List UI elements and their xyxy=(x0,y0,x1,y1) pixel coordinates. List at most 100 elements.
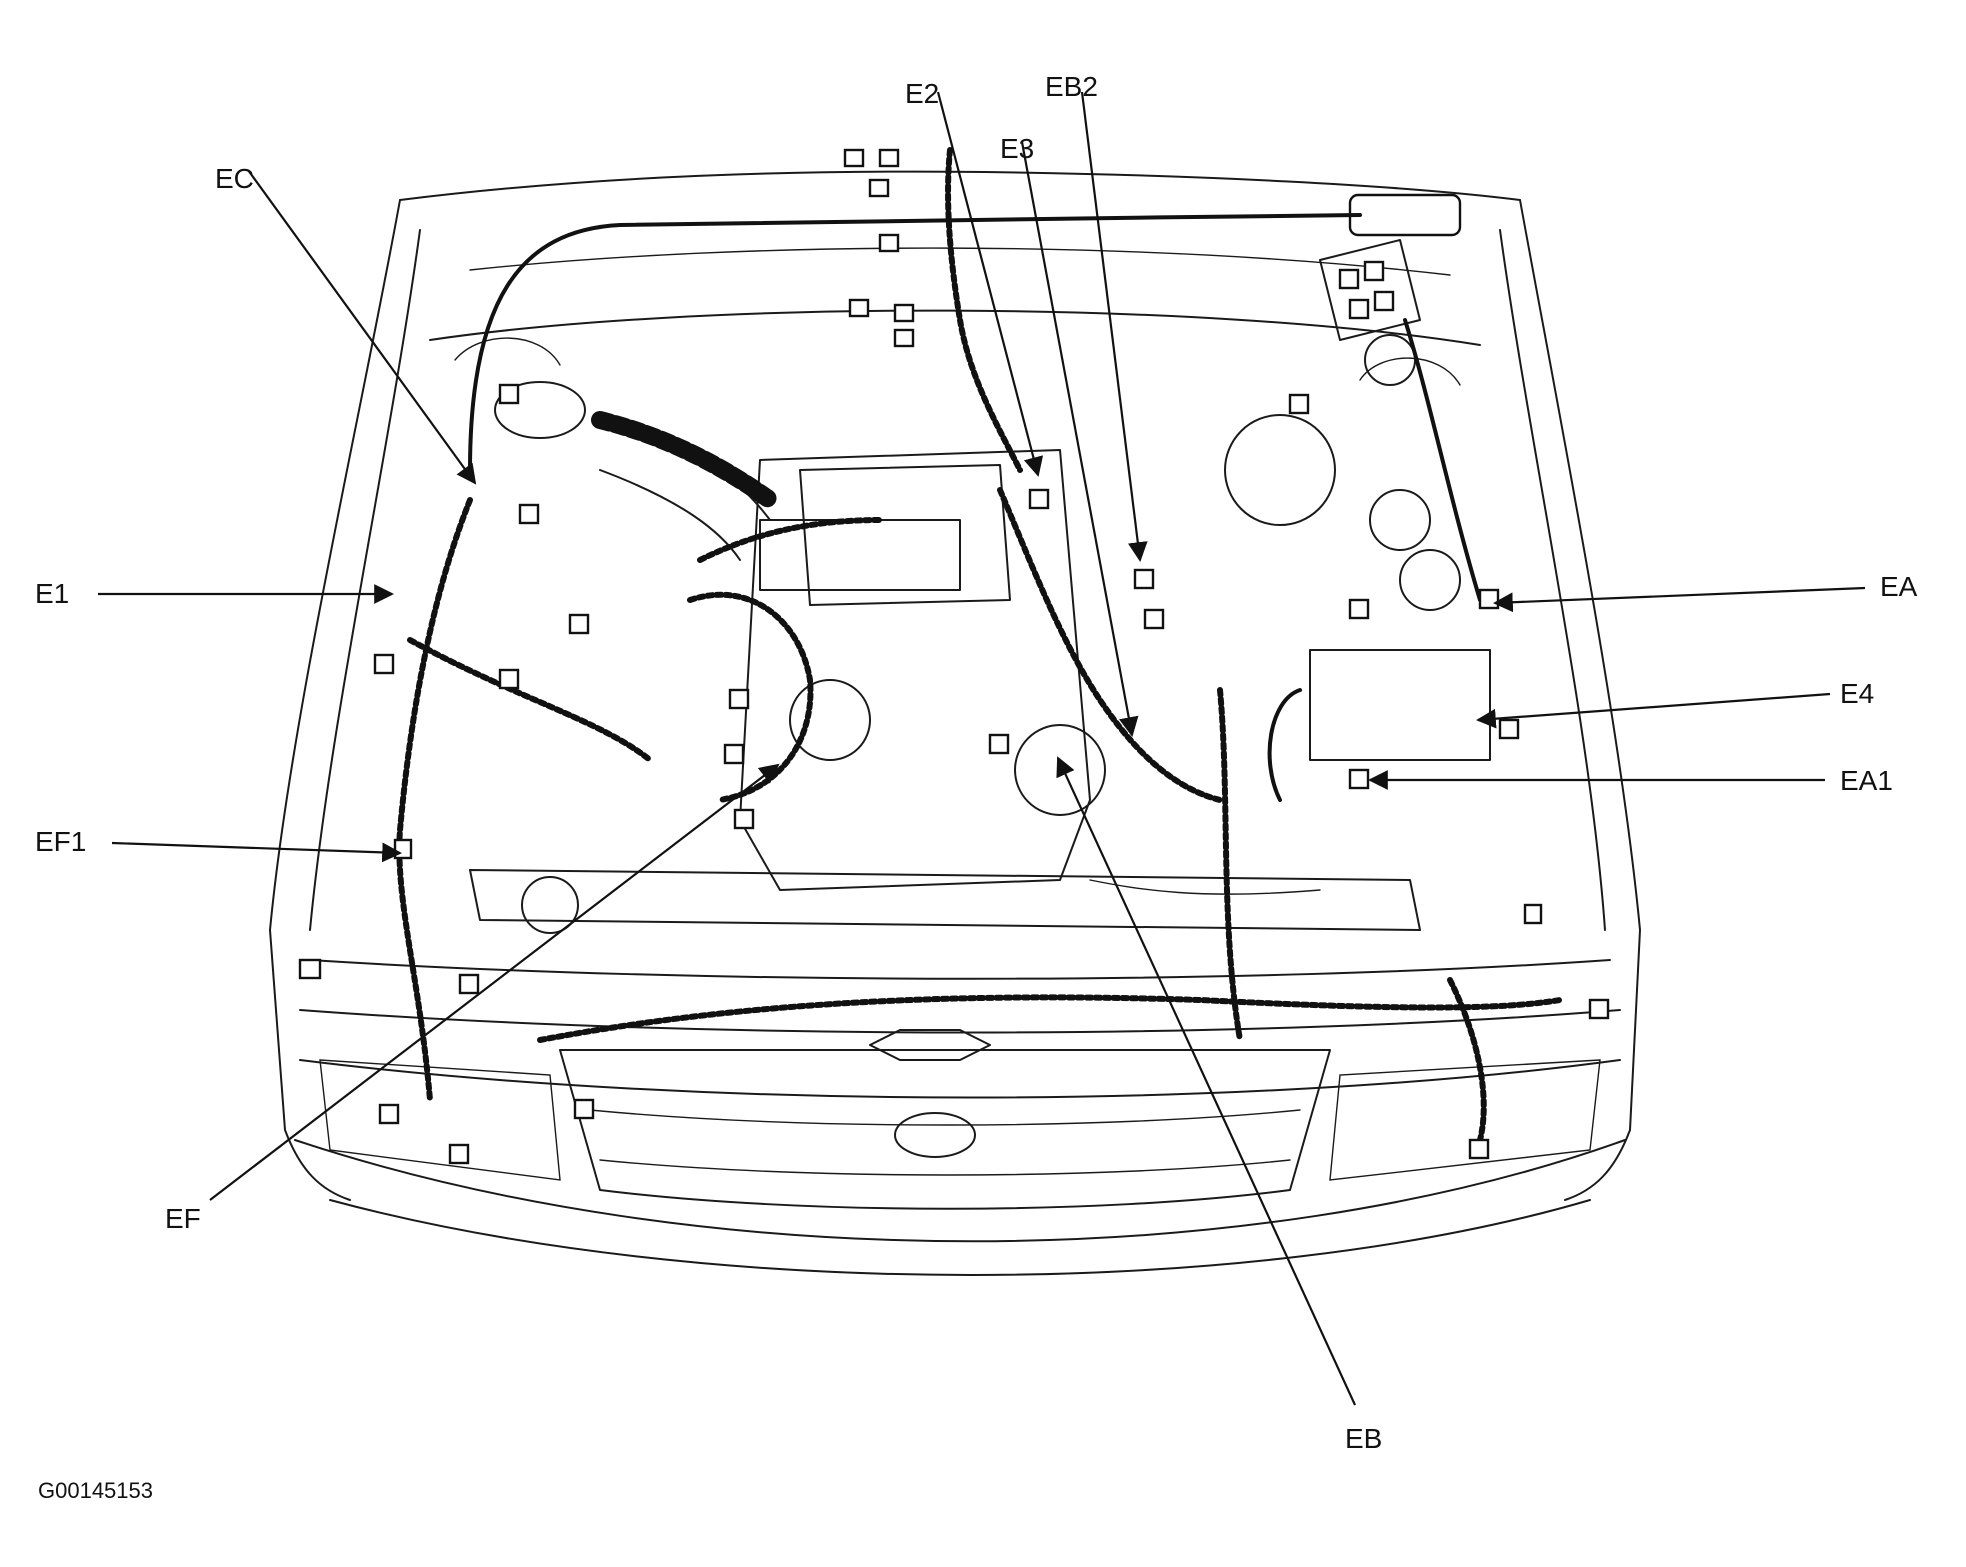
callout-label-ea: EA xyxy=(1880,571,1918,602)
front-emblem xyxy=(894,1112,976,1158)
right-harness-run xyxy=(1403,318,1482,602)
center-harness xyxy=(997,487,1223,803)
valve-cover xyxy=(799,464,1011,606)
intake-duct-lower xyxy=(599,469,741,561)
connector xyxy=(878,148,900,168)
upper-radiator-hose xyxy=(1089,879,1321,895)
engine-assembly xyxy=(454,334,1491,934)
leader-eb2 xyxy=(1080,91,1148,562)
connector xyxy=(498,383,520,405)
callout-label-e4: E4 xyxy=(1840,678,1875,709)
callout-label-e1: E1 xyxy=(35,578,70,609)
engine-top-harness xyxy=(697,517,883,563)
connector xyxy=(1133,568,1155,590)
hood-latch xyxy=(869,1029,991,1061)
distributor xyxy=(1014,724,1106,816)
hood-outline xyxy=(399,170,1521,201)
connector xyxy=(1588,998,1610,1020)
air-filter-housing xyxy=(494,381,586,439)
left-strut-tower xyxy=(454,337,561,366)
leader-ef1 xyxy=(111,841,402,863)
connector xyxy=(733,808,755,830)
connector xyxy=(1478,588,1500,610)
connector xyxy=(458,973,480,995)
right-side-harness xyxy=(1447,977,1487,1143)
relay-d xyxy=(1373,290,1395,312)
connector xyxy=(1523,903,1543,925)
connector xyxy=(298,958,322,980)
connector xyxy=(1348,768,1370,790)
connector xyxy=(393,838,413,860)
connector xyxy=(1143,608,1165,630)
radiator-support xyxy=(309,959,1611,980)
callout-leaders xyxy=(98,91,1866,1406)
callout-label-ef: EF xyxy=(165,1203,201,1234)
leader-e2 xyxy=(936,91,1044,477)
relay-a xyxy=(1338,268,1360,290)
right-fender-inner xyxy=(1499,229,1606,931)
cowl-line xyxy=(469,247,1451,276)
callout-label-e3: E3 xyxy=(1000,133,1035,164)
connector xyxy=(1028,488,1050,510)
callout-label-e2: E2 xyxy=(905,78,940,109)
connector xyxy=(373,653,395,675)
connector xyxy=(878,233,900,253)
leader-e3 xyxy=(1020,141,1139,737)
engine-block xyxy=(739,449,1091,891)
relay-c xyxy=(1348,298,1370,320)
callout-label-eb: EB xyxy=(1345,1423,1383,1454)
right-front-harness xyxy=(1217,687,1243,1043)
connector xyxy=(573,1098,595,1120)
leader-ef xyxy=(209,763,780,1201)
connector xyxy=(1348,598,1370,620)
callout-label-ec: EC xyxy=(215,163,254,194)
front-bumper-bottom xyxy=(329,1199,1591,1276)
right-fender-outline xyxy=(1519,199,1641,1201)
connector xyxy=(868,178,890,198)
cowl-harness-run xyxy=(468,213,1362,472)
connector xyxy=(893,303,915,323)
front-harness-run xyxy=(537,994,1563,1043)
reservoir-left xyxy=(1399,549,1461,611)
connector xyxy=(448,1143,470,1165)
right-strut-tower xyxy=(1359,357,1461,386)
connector xyxy=(893,328,915,348)
air-intake-hose xyxy=(591,411,779,509)
brake-booster xyxy=(1224,414,1336,526)
left-front-harness xyxy=(407,637,653,763)
connector xyxy=(848,298,870,318)
battery-cable xyxy=(1267,688,1302,802)
grille-surround xyxy=(559,1049,1331,1210)
battery xyxy=(1309,649,1491,761)
front-crossmember xyxy=(299,1009,1621,1034)
left-fender-outline xyxy=(269,199,401,1201)
connector xyxy=(498,668,520,690)
callout-label-ef1: EF1 xyxy=(35,826,87,857)
radiator-cap xyxy=(521,876,579,934)
wiring-harness xyxy=(396,147,1563,1143)
master-cylinder xyxy=(1369,489,1431,551)
relay-block-cover xyxy=(1348,193,1462,237)
connector xyxy=(1498,718,1520,740)
front-bumper-upper xyxy=(299,1059,1621,1099)
left-harness-run xyxy=(396,497,473,1103)
firewall-line xyxy=(429,309,1481,346)
leader-ea xyxy=(1493,586,1866,613)
figure-id: G00145153 xyxy=(38,1478,153,1503)
connector xyxy=(723,743,745,765)
connectors xyxy=(298,148,1610,1165)
grille-bar-lower xyxy=(599,1159,1291,1176)
connector xyxy=(988,733,1010,755)
leader-e4 xyxy=(1476,692,1831,729)
leader-eb xyxy=(1056,756,1356,1406)
vehicle-body-outline xyxy=(269,170,1641,1276)
grille-bar-upper xyxy=(589,1109,1301,1126)
radiator xyxy=(469,869,1421,931)
callout-label-ea1: EA1 xyxy=(1840,765,1893,796)
connector xyxy=(728,688,750,710)
leader-ec xyxy=(247,169,477,485)
left-headlight xyxy=(319,1059,561,1181)
connector xyxy=(1468,1138,1490,1160)
oil-filler-cap xyxy=(789,679,871,761)
